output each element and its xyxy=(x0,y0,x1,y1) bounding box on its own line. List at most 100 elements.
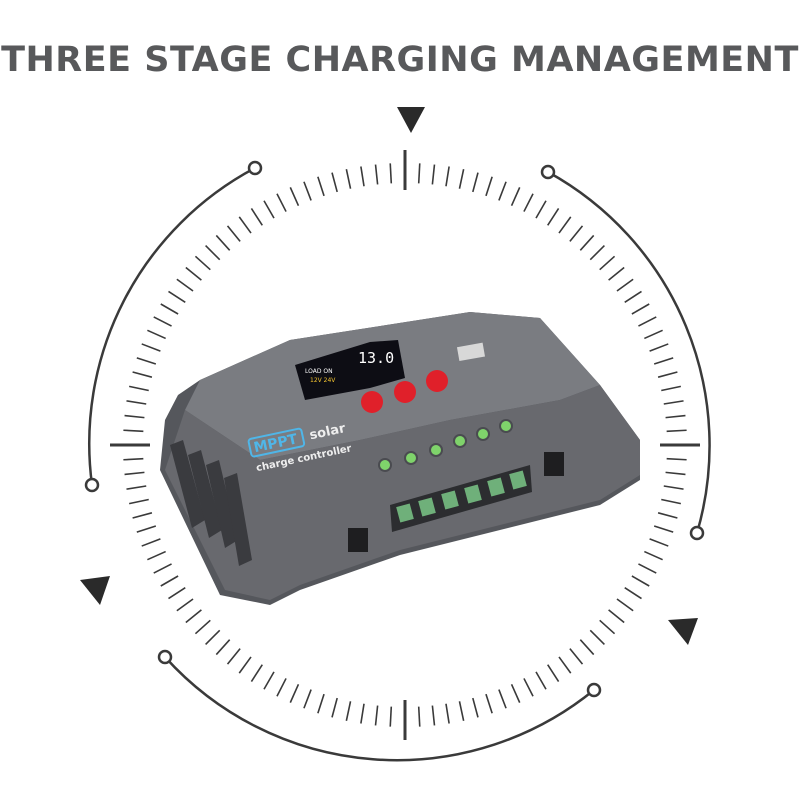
minor-tick xyxy=(360,703,365,724)
minor-tick xyxy=(263,671,275,690)
minor-tick xyxy=(417,163,421,184)
minor-tick xyxy=(616,278,634,292)
minor-tick xyxy=(374,164,379,185)
minor-tick xyxy=(205,629,221,645)
solar-charge-controller: 13.0 LOAD ON 12V 24V MPPT solar charge c… xyxy=(160,312,640,605)
triangle-marker-right-icon xyxy=(668,618,698,645)
minor-tick xyxy=(153,563,172,574)
minor-tick xyxy=(132,371,153,378)
minor-tick xyxy=(663,400,684,405)
minor-tick xyxy=(599,255,616,271)
minor-tick xyxy=(168,587,186,600)
minor-tick xyxy=(176,598,194,612)
minor-tick xyxy=(569,225,584,242)
minor-tick xyxy=(360,166,365,187)
minor-tick xyxy=(389,163,393,184)
minor-tick xyxy=(345,701,352,722)
minor-tick xyxy=(665,414,686,419)
minor-tick xyxy=(589,629,605,645)
minor-tick xyxy=(238,656,252,674)
minor-tick xyxy=(126,400,147,405)
dial-ticks xyxy=(110,150,700,740)
minor-tick xyxy=(498,181,507,201)
minor-tick xyxy=(194,619,211,635)
minor-tick xyxy=(147,329,166,340)
minor-tick xyxy=(624,587,642,600)
minor-tick xyxy=(608,266,625,281)
minor-tick xyxy=(124,414,145,419)
minor-tick xyxy=(589,245,605,261)
button-2[interactable] xyxy=(394,381,416,403)
minor-tick xyxy=(317,176,325,197)
minor-tick xyxy=(417,706,421,727)
minor-tick xyxy=(510,187,521,206)
minor-tick xyxy=(128,385,149,392)
minor-tick xyxy=(205,245,221,261)
minor-tick xyxy=(238,216,252,234)
minor-tick xyxy=(185,609,202,624)
minor-tick xyxy=(168,290,186,303)
minor-tick xyxy=(558,656,572,674)
minor-tick xyxy=(126,485,147,490)
minor-tick xyxy=(558,216,572,234)
lcd-voltages: 12V 24V xyxy=(310,377,336,384)
minor-tick xyxy=(123,457,144,461)
minor-tick xyxy=(523,678,534,697)
minor-tick xyxy=(250,664,263,682)
status-leds xyxy=(378,419,513,472)
minor-tick xyxy=(276,678,287,697)
minor-tick xyxy=(663,485,684,490)
minor-tick xyxy=(458,168,465,189)
minor-tick xyxy=(124,471,145,476)
minor-tick xyxy=(599,619,616,635)
minor-tick xyxy=(638,316,657,327)
minor-tick xyxy=(624,290,642,303)
minor-tick xyxy=(263,200,275,219)
minor-tick xyxy=(276,193,287,212)
minor-tick xyxy=(616,598,634,612)
minor-tick xyxy=(638,563,657,574)
usb-port xyxy=(456,342,486,361)
minor-tick xyxy=(128,498,149,505)
dc-jack-left xyxy=(348,528,368,552)
minor-tick xyxy=(653,525,674,533)
minor-tick xyxy=(331,172,338,193)
minor-tick xyxy=(160,575,179,587)
minor-tick xyxy=(345,168,352,189)
minor-tick xyxy=(136,357,157,365)
dc-jack-right xyxy=(544,452,564,476)
lcd-screen xyxy=(295,340,405,400)
minor-tick xyxy=(147,550,166,561)
minor-tick xyxy=(657,371,678,378)
minor-tick xyxy=(445,166,450,187)
minor-tick xyxy=(226,225,241,242)
minor-tick xyxy=(649,538,669,547)
minor-tick xyxy=(579,639,595,656)
button-1[interactable] xyxy=(361,391,383,413)
minor-tick xyxy=(666,457,687,461)
minor-tick xyxy=(657,512,678,519)
minor-tick xyxy=(472,697,479,718)
minor-tick xyxy=(498,689,507,709)
minor-tick xyxy=(535,671,547,690)
minor-tick xyxy=(136,525,157,533)
minor-tick xyxy=(317,693,325,714)
minor-tick xyxy=(226,648,241,665)
lcd-load: LOAD ON xyxy=(305,368,333,375)
minor-tick xyxy=(185,266,202,281)
minor-tick xyxy=(485,176,493,197)
minor-tick xyxy=(431,164,436,185)
minor-tick xyxy=(431,705,436,726)
minor-tick xyxy=(141,343,161,352)
button-3[interactable] xyxy=(426,370,448,392)
minor-tick xyxy=(649,343,669,352)
minor-tick xyxy=(289,187,300,206)
minor-tick xyxy=(160,303,179,315)
lcd-value: 13.0 xyxy=(358,349,394,367)
triangle-marker-left-icon xyxy=(80,576,110,605)
minor-tick xyxy=(661,498,682,505)
minor-tick xyxy=(535,200,547,219)
minor-tick xyxy=(289,684,300,703)
minor-tick xyxy=(250,208,263,226)
